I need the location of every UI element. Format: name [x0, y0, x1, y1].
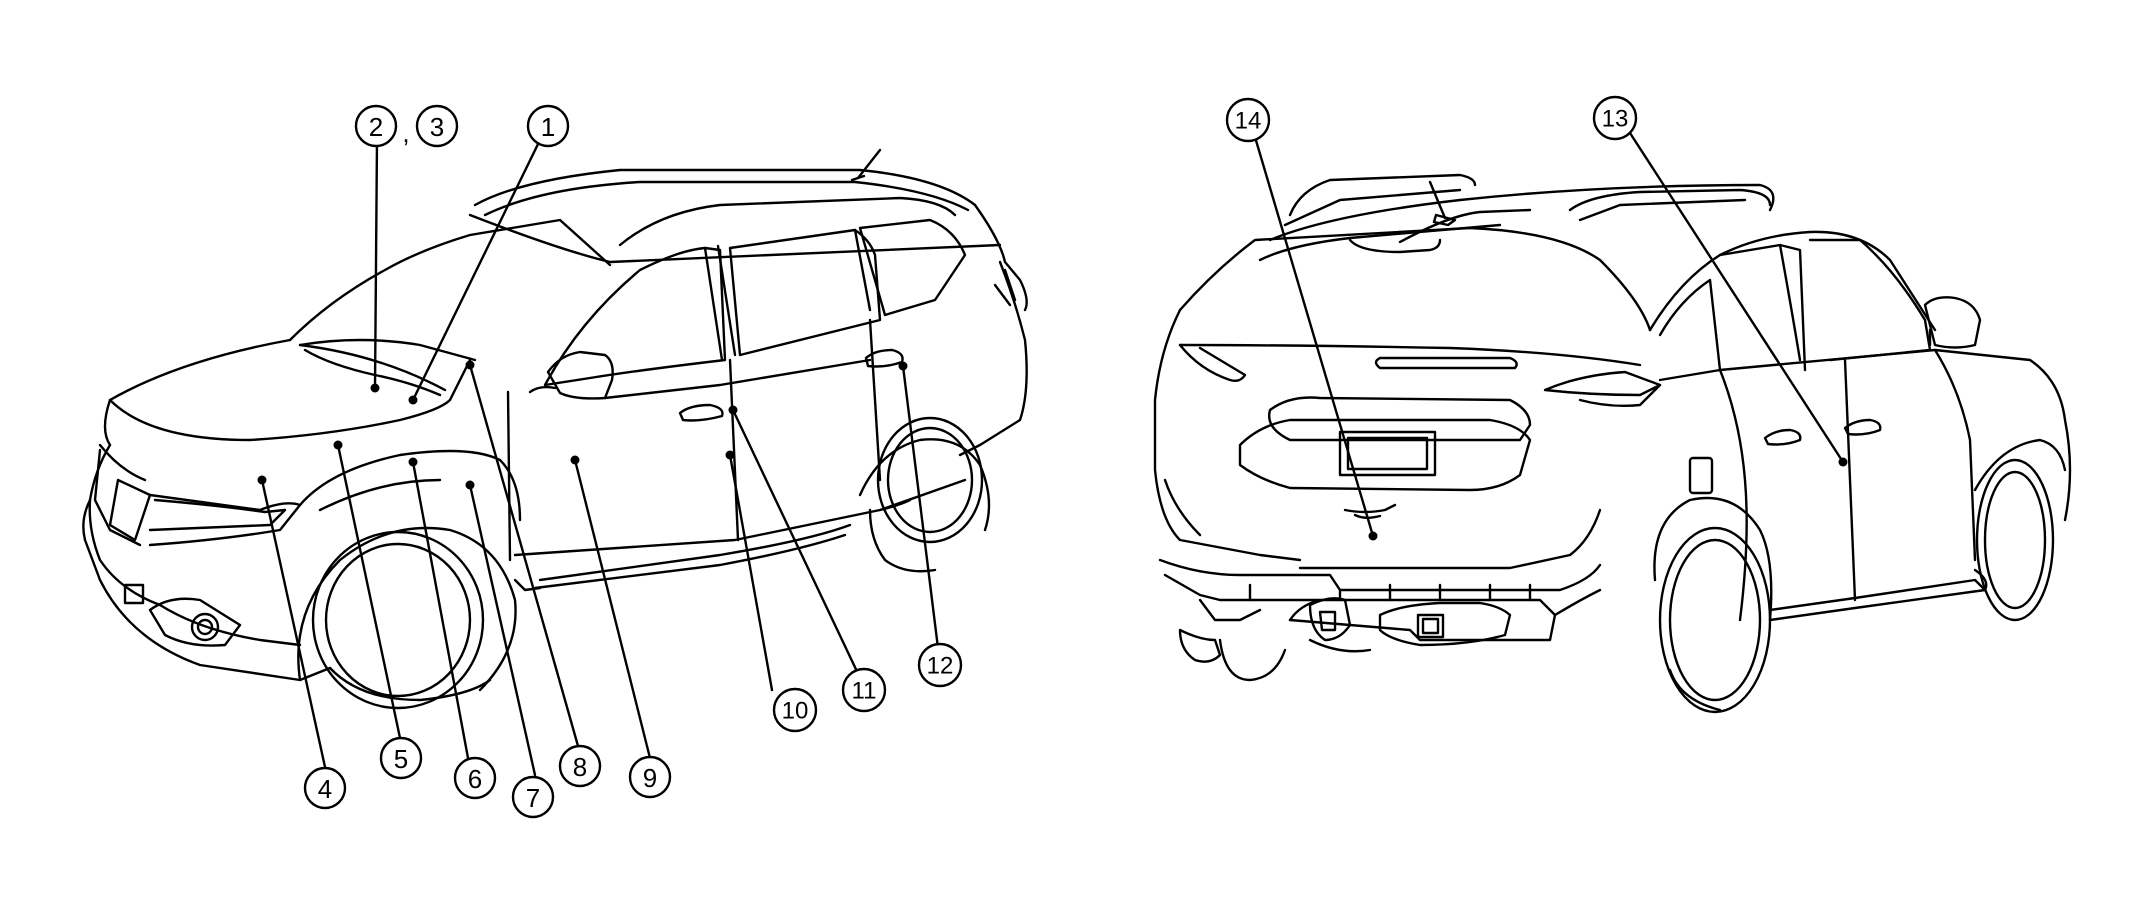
callout-circle-4 — [303, 766, 347, 810]
callout-dot-7 — [465, 480, 475, 490]
callout-label-7: 7 — [526, 783, 540, 813]
callout-dot-9 — [570, 455, 580, 465]
callout-label-11: 11 — [852, 678, 877, 705]
callout-label-8: 8 — [573, 752, 587, 782]
callout-dot-8 — [465, 360, 475, 370]
callout-label-6: 6 — [468, 764, 482, 794]
callout-label-4: 4 — [318, 774, 332, 804]
callout-label-12: 12 — [927, 653, 954, 680]
callout-dot-13 — [1838, 457, 1848, 467]
callout-dot-12 — [898, 361, 908, 371]
callout-dot-11 — [728, 405, 738, 415]
callout-circle-14 — [1225, 97, 1271, 143]
callout-labels: 2 , 3 1 4 5 6 7 8 9 10 11 12 14 13 — [318, 106, 1629, 814]
callout-dot-14 — [1368, 531, 1378, 541]
callout-circle-10 — [772, 687, 818, 733]
callout-circle-5 — [379, 736, 423, 780]
callout-circle-13 — [1592, 95, 1638, 141]
rear-view-vehicle-illustration — [1153, 173, 2072, 714]
callout-dots — [257, 360, 1848, 541]
callout-circle-8 — [558, 744, 602, 788]
callout-circle-1 — [526, 104, 570, 148]
callout-dot-2-3 — [370, 383, 380, 393]
callout-label-9: 9 — [643, 763, 657, 793]
callout-label-5: 5 — [394, 744, 408, 774]
callout-label-1: 1 — [541, 112, 555, 142]
callout-circle-9 — [628, 755, 672, 799]
callout-circle-11 — [841, 667, 887, 713]
callout-circle-7 — [511, 775, 555, 819]
callout-label-10: 10 — [782, 698, 809, 725]
callout-circles — [303, 95, 1638, 819]
callout-label-3: 3 — [430, 112, 444, 142]
leader-lines — [260, 131, 1845, 777]
callout-label-14: 14 — [1235, 108, 1262, 135]
callout-circle-12 — [917, 642, 963, 688]
callout-label-comma: , — [402, 118, 409, 148]
callout-circle-3 — [415, 104, 459, 148]
callout-label-2: 2 — [369, 112, 383, 142]
front-view-vehicle-illustration — [82, 148, 1028, 710]
callout-circle-6 — [453, 756, 497, 800]
callout-dot-1 — [408, 395, 418, 405]
callout-dot-10 — [725, 450, 735, 460]
callout-circle-2 — [354, 104, 398, 148]
callout-dot-5 — [333, 440, 343, 450]
callout-label-13: 13 — [1602, 106, 1629, 133]
callout-dot-6 — [408, 457, 418, 467]
callout-dot-4 — [257, 475, 267, 485]
